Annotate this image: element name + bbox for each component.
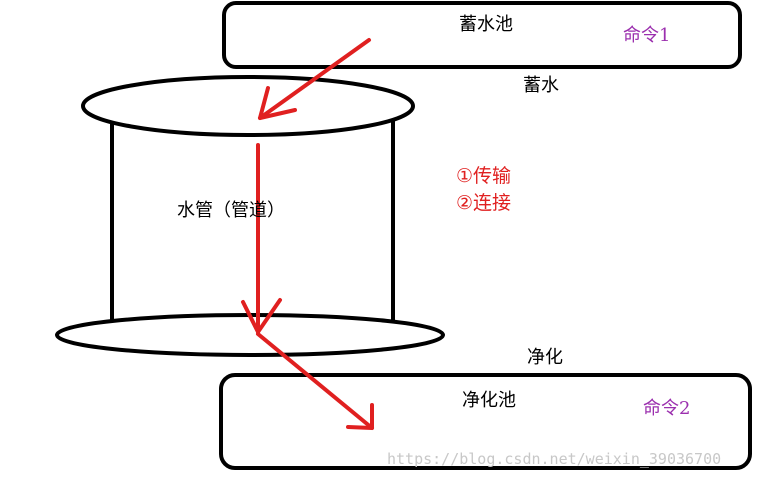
store-label: 蓄水 <box>523 77 559 95</box>
pipe-top-ellipse <box>83 77 413 135</box>
pipe-bottom-ellipse <box>57 315 443 355</box>
function-transmit-label: ①传输 <box>456 167 511 186</box>
watermark-text: https://blog.csdn.net/weixin_39036700 <box>387 452 721 467</box>
top-pool-label: 蓄水池 <box>459 16 513 34</box>
command-1-label: 命令1 <box>623 27 670 45</box>
command-2-label: 命令2 <box>643 400 690 418</box>
function-connect-label: ②连接 <box>456 194 511 213</box>
pipe-label: 水管（管道） <box>177 202 285 220</box>
purify-label: 净化 <box>527 349 563 367</box>
arrow-transmit <box>243 145 280 332</box>
bottom-pool-label: 净化池 <box>462 392 516 410</box>
